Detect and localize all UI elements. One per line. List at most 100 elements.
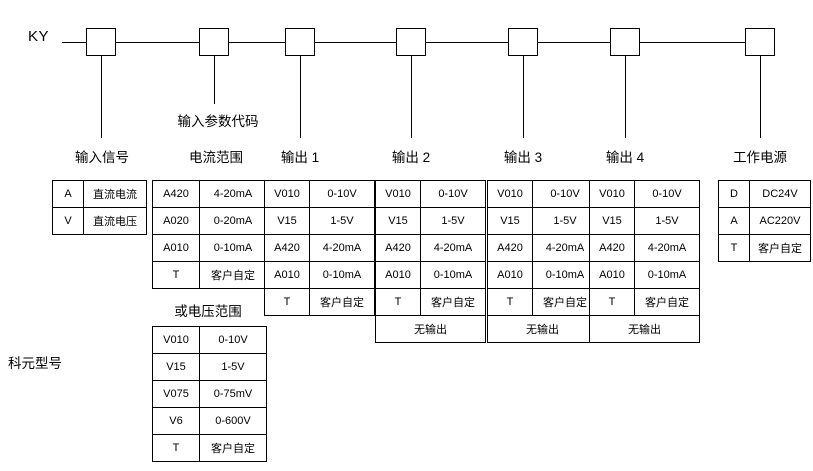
code-box-output-3[interactable] xyxy=(508,28,538,56)
option-value: 客户自定 xyxy=(199,434,267,462)
option-no-output: 无输出 xyxy=(375,315,486,343)
option-value: 客户自定 xyxy=(749,234,811,262)
drop-line-output-1 xyxy=(300,56,301,138)
option-key: V075 xyxy=(152,380,200,408)
table-row[interactable]: 无输出 xyxy=(487,315,598,343)
group-title-current-range: 电流范围 xyxy=(189,150,243,165)
table-row[interactable]: V15 1-5V xyxy=(264,207,375,235)
option-key: V010 xyxy=(264,180,310,208)
table-row[interactable]: 无输出 xyxy=(375,315,486,343)
option-value: 0-10V xyxy=(199,326,267,354)
table-row[interactable]: A010 0-10mA xyxy=(487,261,598,289)
option-value: 客户自定 xyxy=(532,288,598,316)
option-value: 0-75mV xyxy=(199,380,267,408)
code-box-output-1[interactable] xyxy=(285,28,315,56)
option-key: A010 xyxy=(487,261,533,289)
option-key: V15 xyxy=(589,207,635,235)
option-key: A010 xyxy=(264,261,310,289)
option-no-output: 无输出 xyxy=(589,315,700,343)
table-row[interactable]: A420 4-20mA xyxy=(375,234,486,262)
table-row[interactable]: V15 1-5V xyxy=(487,207,598,235)
option-key: V010 xyxy=(375,180,421,208)
table-row[interactable]: T 客户自定 xyxy=(152,434,267,462)
group-title-power-supply: 工作电源 xyxy=(733,150,787,165)
options-table-voltage-range: V010 0-10V V15 1-5V V075 0-75mV V6 0-600… xyxy=(152,326,267,462)
table-row[interactable]: V15 1-5V xyxy=(152,353,267,381)
table-row[interactable]: V6 0-600V xyxy=(152,407,267,435)
group-title-voltage-range: 或电压范围 xyxy=(174,304,242,319)
option-value: 客户自定 xyxy=(420,288,486,316)
table-row[interactable]: A420 4-20mA xyxy=(487,234,598,262)
table-row[interactable]: V010 0-10V xyxy=(487,180,598,208)
option-value: 1-5V xyxy=(199,353,267,381)
model-prefix-label: KY xyxy=(28,28,50,45)
option-value: 4-20mA xyxy=(199,180,267,208)
table-row[interactable]: A010 0-10mA xyxy=(375,261,486,289)
table-row[interactable]: 无输出 xyxy=(589,315,700,343)
option-key: A420 xyxy=(487,234,533,262)
options-table-input-signal: A 直流电流 V 直流电压 xyxy=(52,180,147,235)
drop-line-output-2 xyxy=(411,56,412,138)
code-box-input-signal[interactable] xyxy=(86,28,116,56)
table-row[interactable]: T 客户自定 xyxy=(375,288,486,316)
table-row[interactable]: A AC220V xyxy=(718,207,811,235)
option-value: 0-20mA xyxy=(199,207,267,235)
table-row[interactable]: A 直流电流 xyxy=(52,180,147,208)
option-key: V010 xyxy=(152,326,200,354)
table-row[interactable]: V15 1-5V xyxy=(375,207,486,235)
table-row[interactable]: V010 0-10V xyxy=(589,180,700,208)
group-title-input-param-code: 输入参数代码 xyxy=(177,114,259,129)
drop-line-output-4 xyxy=(625,56,626,138)
option-key: T xyxy=(152,434,200,462)
table-row[interactable]: V15 1-5V xyxy=(589,207,700,235)
option-value: 客户自定 xyxy=(634,288,700,316)
code-box-power-supply[interactable] xyxy=(745,28,775,56)
table-row[interactable]: A010 0-10mA xyxy=(152,234,267,262)
table-row[interactable]: V 直流电压 xyxy=(52,207,147,235)
options-table-output-3: V010 0-10V V15 1-5V A420 4-20mA A010 0-1… xyxy=(487,180,598,343)
option-key: A010 xyxy=(152,234,200,262)
table-row[interactable]: A420 4-20mA xyxy=(152,180,267,208)
table-row[interactable]: V010 0-10V xyxy=(152,326,267,354)
table-row[interactable]: A020 0-20mA xyxy=(152,207,267,235)
option-key: V15 xyxy=(152,353,200,381)
option-key: T xyxy=(487,288,533,316)
option-value: 直流电压 xyxy=(83,207,147,235)
table-row[interactable]: V075 0-75mV xyxy=(152,380,267,408)
options-table-power-supply: D DC24V A AC220V T 客户自定 xyxy=(718,180,811,262)
table-row[interactable]: A420 4-20mA xyxy=(589,234,700,262)
option-key: V xyxy=(52,207,84,235)
table-row[interactable]: T 客户自定 xyxy=(718,234,811,262)
options-table-output-2: V010 0-10V V15 1-5V A420 4-20mA A010 0-1… xyxy=(375,180,486,343)
table-row[interactable]: A010 0-10mA xyxy=(589,261,700,289)
option-key: V15 xyxy=(487,207,533,235)
table-row[interactable]: V010 0-10V xyxy=(375,180,486,208)
option-key: A420 xyxy=(375,234,421,262)
code-box-output-2[interactable] xyxy=(396,28,426,56)
table-row[interactable]: T 客户自定 xyxy=(152,261,267,289)
table-row[interactable]: T 客户自定 xyxy=(487,288,598,316)
table-row[interactable]: V010 0-10V xyxy=(264,180,375,208)
connector-line-2 xyxy=(116,42,199,43)
table-row[interactable]: A010 0-10mA xyxy=(264,261,375,289)
code-box-output-4[interactable] xyxy=(610,28,640,56)
table-row[interactable]: D DC24V xyxy=(718,180,811,208)
code-box-input-param[interactable] xyxy=(199,28,229,56)
table-row[interactable]: T 客户自定 xyxy=(264,288,375,316)
table-row[interactable]: A420 4-20mA xyxy=(264,234,375,262)
option-key: T xyxy=(152,261,200,289)
option-value: 4-20mA xyxy=(532,234,598,262)
table-row[interactable]: T 客户自定 xyxy=(589,288,700,316)
option-key: A420 xyxy=(264,234,310,262)
option-value: 直流电流 xyxy=(83,180,147,208)
option-key: T xyxy=(589,288,635,316)
option-key: V15 xyxy=(264,207,310,235)
options-table-output-4: V010 0-10V V15 1-5V A420 4-20mA A010 0-1… xyxy=(589,180,700,343)
option-key: V6 xyxy=(152,407,200,435)
group-title-output-3: 输出 3 xyxy=(503,150,543,165)
option-value: 4-20mA xyxy=(420,234,486,262)
option-value: 0-600V xyxy=(199,407,267,435)
option-key: T xyxy=(375,288,421,316)
group-title-input-signal: 输入信号 xyxy=(75,150,129,165)
group-title-output-1: 输出 1 xyxy=(280,150,320,165)
